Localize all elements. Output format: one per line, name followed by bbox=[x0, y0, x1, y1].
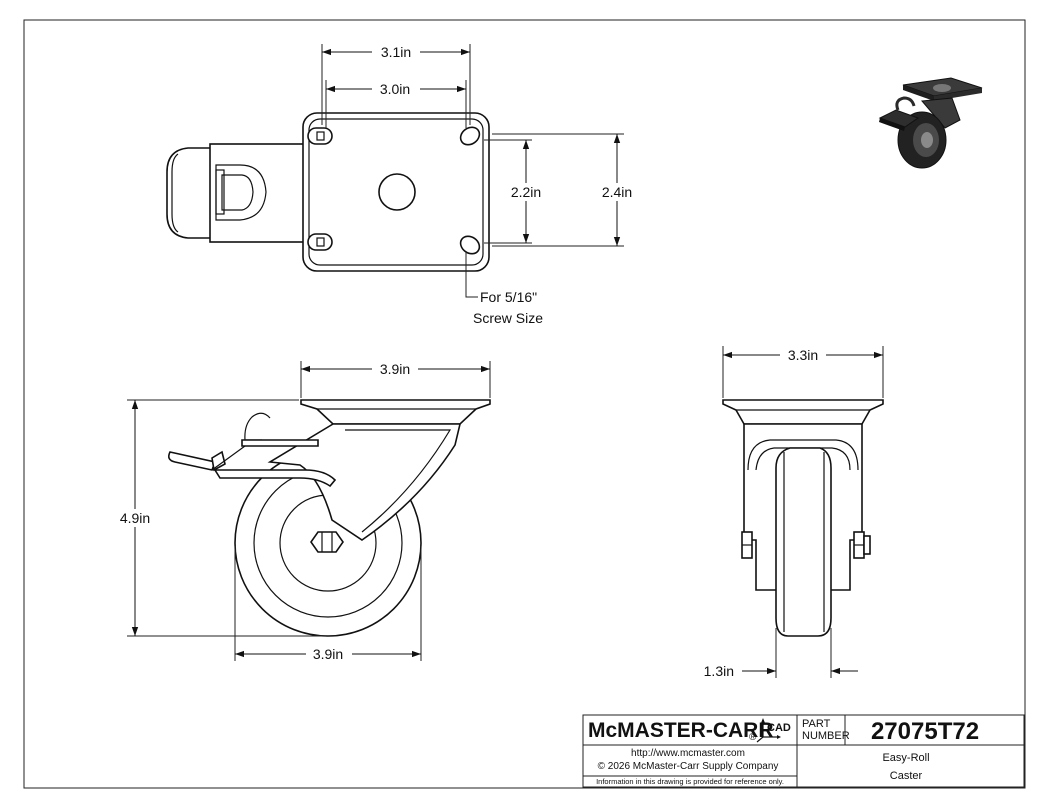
part-label-line2: NUMBER bbox=[802, 730, 850, 742]
dim-top-outer-height: 2.4in bbox=[602, 184, 632, 200]
description-line1: Easy-Roll bbox=[882, 752, 929, 764]
brand-registered-mark: ® bbox=[749, 732, 757, 743]
brand-logo-text: McMASTER-CARR bbox=[588, 719, 774, 742]
dim-side-plate-width: 3.9in bbox=[380, 361, 410, 377]
svg-text:CAD: CAD bbox=[767, 722, 791, 734]
screw-note-line2: Screw Size bbox=[473, 310, 543, 326]
top-view: 3.1in 3.0in 2.2in 2.4in For 5/16" Screw … bbox=[166, 43, 638, 326]
part-number: 27075T72 bbox=[871, 718, 979, 745]
dim-front-plate-width: 3.3in bbox=[788, 347, 818, 363]
dim-front-wheel-width: 1.3in bbox=[704, 663, 734, 679]
slot-hole bbox=[459, 126, 481, 146]
front-wheel bbox=[775, 447, 832, 637]
website-url: http://www.mcmaster.com bbox=[631, 748, 745, 759]
slot-hole bbox=[307, 127, 333, 145]
center-hole bbox=[378, 173, 416, 211]
slot-hole bbox=[307, 233, 333, 251]
dim-side-height: 4.9in bbox=[120, 510, 150, 526]
dim-side-wheel-diameter: 3.9in bbox=[313, 646, 343, 662]
drawing-border bbox=[23, 19, 1026, 789]
cad-icon: CAD bbox=[756, 718, 791, 743]
caster-thumbnail bbox=[878, 77, 983, 169]
dim-top-hole-spacing-width: 3.0in bbox=[380, 81, 410, 97]
front-view: 3.3in 1.3in bbox=[704, 346, 884, 679]
dim-top-outer-width: 3.1in bbox=[381, 44, 411, 60]
dim-top-hole-spacing-height: 2.2in bbox=[511, 184, 541, 200]
copyright-text: © 2026 McMaster-Carr Supply Company bbox=[598, 761, 779, 772]
part-label-line1: PART bbox=[802, 718, 831, 730]
title-block: McMASTER-CARR ® CAD PART NUMBER 27075T72… bbox=[582, 714, 1025, 788]
axle-nut bbox=[310, 531, 344, 553]
slot-hole bbox=[459, 235, 481, 255]
description-line2: Caster bbox=[890, 770, 923, 782]
side-view: 3.9in 4.9in 3.9in bbox=[113, 360, 491, 663]
screw-note-line1: For 5/16" bbox=[480, 289, 537, 305]
disclaimer-text: Information in this drawing is provided … bbox=[596, 777, 784, 786]
